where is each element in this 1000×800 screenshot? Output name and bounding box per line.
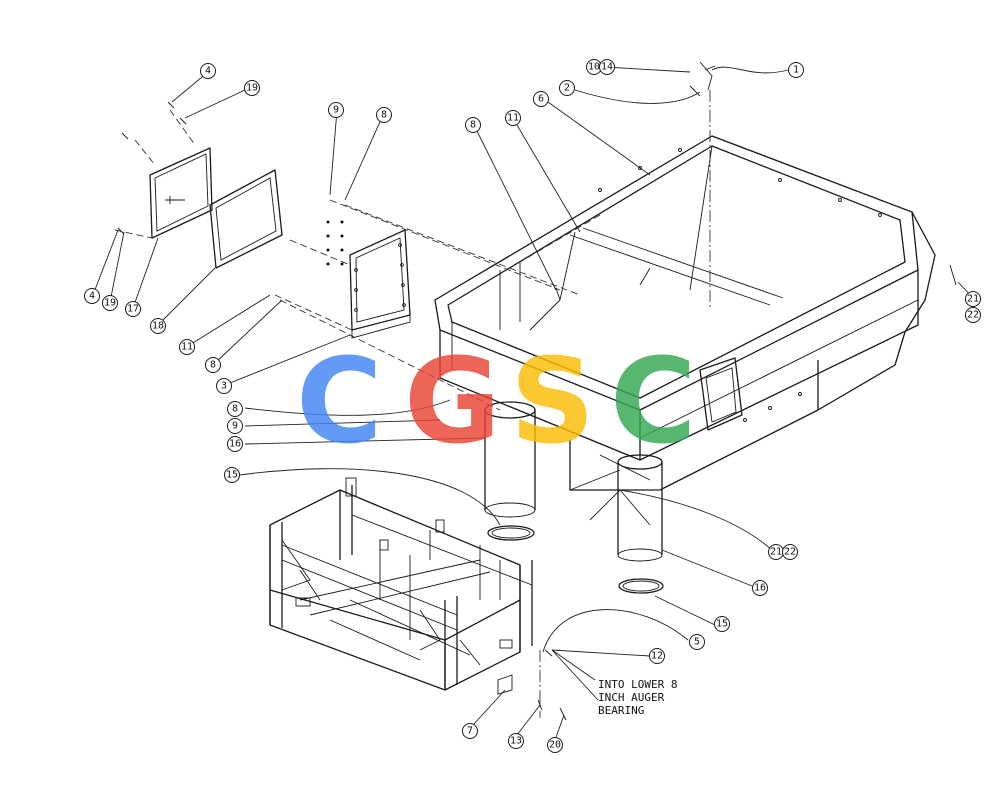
- callout-8: 8: [376, 107, 392, 123]
- callout-7: 7: [462, 723, 478, 739]
- svg-text:22: 22: [967, 310, 979, 321]
- bearing-note: INTO LOWER 8 INCH AUGER BEARING: [598, 678, 677, 717]
- svg-text:15: 15: [716, 619, 728, 630]
- callouts: 1 10 14 2 6 4 19 9 8 8 11 4 19 17 18 11 …: [84, 59, 981, 753]
- svg-text:2: 2: [564, 83, 570, 94]
- callout-5: 5: [689, 634, 705, 650]
- window-assembly: [149, 147, 283, 269]
- logo-letter-g: G: [404, 332, 501, 470]
- svg-text:19: 19: [104, 298, 116, 309]
- svg-text:3: 3: [221, 381, 227, 392]
- svg-text:8: 8: [210, 360, 216, 371]
- svg-text:8: 8: [232, 404, 238, 415]
- callout-8: 8: [465, 117, 481, 133]
- callout-14: 14: [599, 59, 615, 75]
- svg-text:13: 13: [510, 736, 522, 747]
- callout-12: 12: [649, 648, 665, 664]
- svg-text:9: 9: [333, 105, 339, 116]
- callout-8: 8: [227, 401, 243, 417]
- callout-17: 17: [125, 301, 141, 317]
- svg-text:11: 11: [507, 113, 519, 124]
- drop-tubes: [484, 90, 711, 710]
- svg-text:11: 11: [181, 342, 193, 353]
- svg-text:8: 8: [381, 110, 387, 121]
- svg-text:19: 19: [246, 83, 258, 94]
- svg-text:9: 9: [232, 421, 238, 432]
- note-line-1: INTO LOWER 8: [598, 678, 677, 691]
- frame: [269, 477, 533, 695]
- callout-21: 21: [768, 544, 784, 560]
- callout-15: 15: [714, 616, 730, 632]
- svg-text:21: 21: [770, 547, 782, 558]
- svg-text:7: 7: [467, 726, 473, 737]
- callout-13: 13: [508, 733, 524, 749]
- svg-text:12: 12: [651, 651, 663, 662]
- logo-letter-c2: C: [610, 332, 697, 470]
- callout-15: 15: [224, 467, 240, 483]
- logo-letter-s: S: [510, 332, 595, 470]
- callout-16: 16: [227, 436, 243, 452]
- callout-11: 11: [179, 339, 195, 355]
- svg-text:16: 16: [229, 439, 241, 450]
- callout-11: 11: [505, 110, 521, 126]
- svg-text:5: 5: [694, 637, 700, 648]
- watermark-logo: C G S C: [296, 332, 697, 470]
- svg-text:20: 20: [549, 740, 561, 751]
- note-line-3: BEARING: [598, 704, 644, 717]
- callout-19: 19: [102, 295, 118, 311]
- svg-text:10: 10: [588, 62, 600, 73]
- callout-22: 22: [782, 544, 798, 560]
- svg-text:4: 4: [205, 66, 211, 77]
- callout-9: 9: [227, 418, 243, 434]
- svg-text:22: 22: [784, 547, 796, 558]
- callout-16: 16: [752, 580, 768, 596]
- callout-21: 21: [965, 291, 981, 307]
- logo-letter-c: C: [296, 332, 383, 470]
- callout-3: 3: [216, 378, 232, 394]
- callout-4: 4: [84, 288, 100, 304]
- callout-20: 20: [547, 737, 563, 753]
- callout-9: 9: [328, 102, 344, 118]
- svg-text:1: 1: [793, 65, 799, 76]
- callout-6: 6: [533, 91, 549, 107]
- svg-text:17: 17: [127, 304, 139, 315]
- svg-text:14: 14: [601, 62, 613, 73]
- callout-19: 19: [244, 80, 260, 96]
- svg-text:18: 18: [152, 321, 164, 332]
- svg-text:6: 6: [538, 94, 544, 105]
- callout-1: 1: [788, 62, 804, 78]
- leader-lines: [92, 66, 974, 741]
- note-line-2: INCH AUGER: [598, 691, 665, 704]
- hopper-body: [434, 135, 936, 491]
- callout-8: 8: [205, 357, 221, 373]
- svg-text:4: 4: [89, 291, 95, 302]
- callout-18: 18: [150, 318, 166, 334]
- svg-text:21: 21: [967, 294, 979, 305]
- door-panel: [326, 220, 411, 339]
- callout-22: 22: [965, 307, 981, 323]
- svg-text:16: 16: [754, 583, 766, 594]
- callout-4: 4: [200, 63, 216, 79]
- callout-2: 2: [559, 80, 575, 96]
- hardware: [117, 61, 957, 721]
- svg-text:8: 8: [470, 120, 476, 131]
- svg-text:15: 15: [226, 470, 238, 481]
